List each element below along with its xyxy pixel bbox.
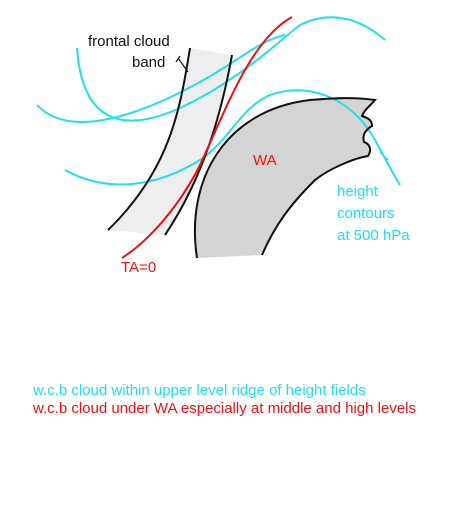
frontal-cloud-band [108, 48, 232, 235]
ta0-label: TA=0 [121, 259, 157, 276]
height-label-pointer [379, 151, 389, 161]
wa-label: WA [253, 152, 277, 169]
warm-advection-area [194, 98, 375, 259]
frontal-cloud-band-label-line1: frontal cloud [88, 33, 170, 50]
height-contours-label-line1: height [337, 183, 378, 200]
caption: w.c.b cloud within upper level ridge of … [33, 382, 443, 418]
frontal-label-pointer-head [175, 55, 181, 63]
height-contours-label-line3: at 500 hPa [337, 227, 410, 244]
frontal-label-pointer [177, 57, 189, 73]
ta0-isoline [121, 16, 293, 259]
caption-line-wa: w.c.b cloud under WA especially at middl… [33, 400, 416, 417]
caption-line-ridge: w.c.b cloud within upper level ridge of … [33, 382, 366, 399]
height-contours-label-line2: contours [337, 205, 395, 222]
frontal-cloud-band-label-line2: band [132, 54, 166, 71]
warm-advection-outline [193, 97, 377, 259]
cloud-band-left-edge [107, 47, 191, 231]
height-contour-1 [76, 16, 386, 122]
height-contour-2 [36, 34, 286, 123]
